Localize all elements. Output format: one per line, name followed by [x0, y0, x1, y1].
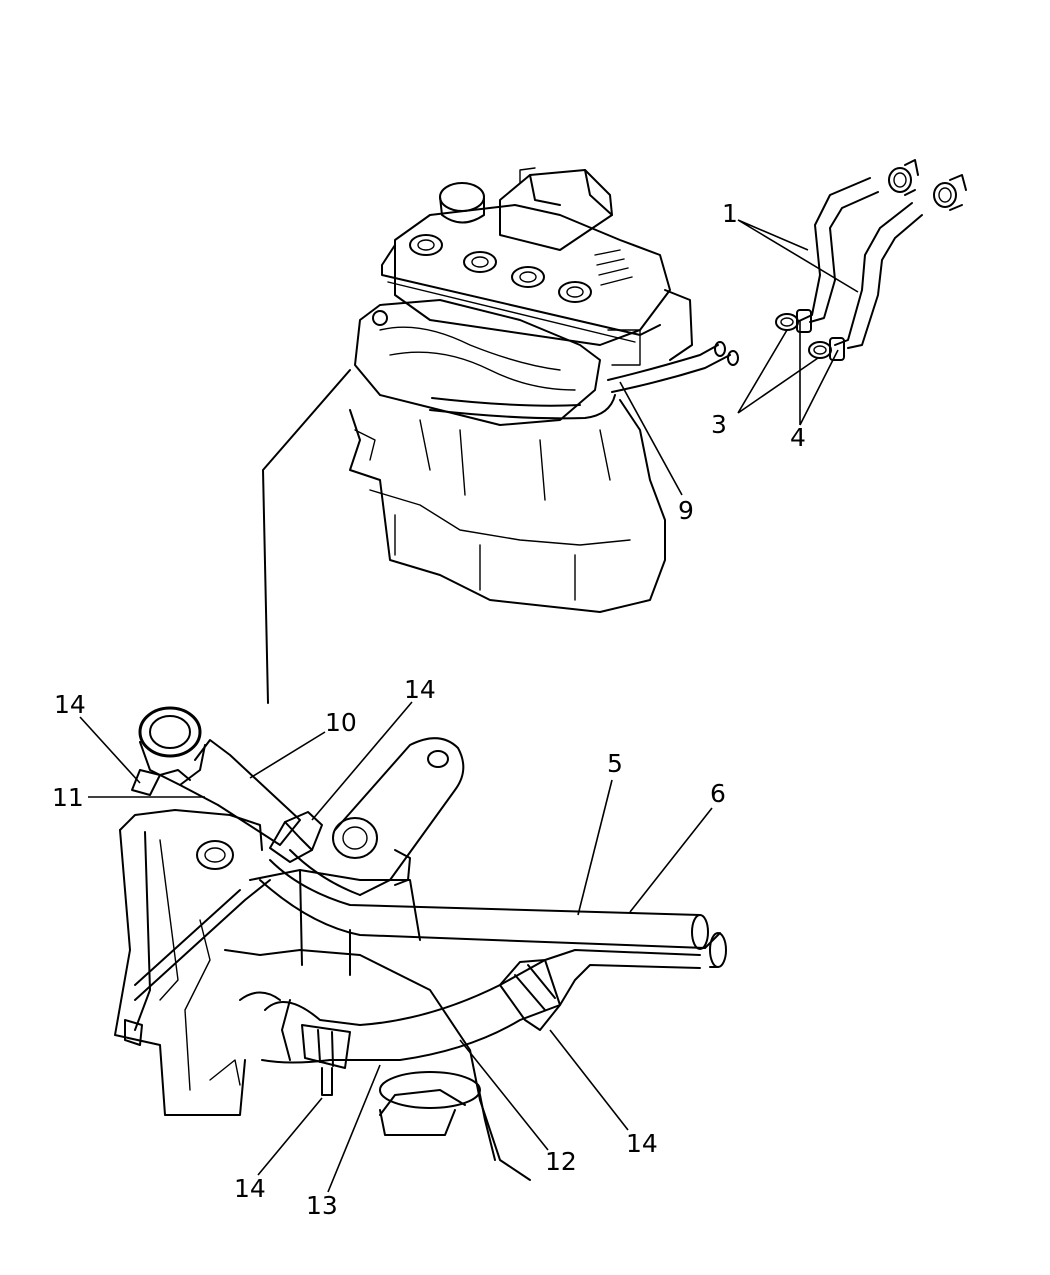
callout-14-bottom-left: 14	[234, 1174, 266, 1203]
lower-hose-assembly	[114, 706, 727, 1181]
engine-bracket	[114, 809, 271, 1116]
callout-11: 11	[52, 783, 84, 812]
callout-1: 1	[722, 199, 738, 228]
callout-14-top-left: 14	[54, 690, 86, 719]
hose-12-13	[239, 949, 701, 1064]
callout-12: 12	[545, 1147, 577, 1176]
loose-hose-clamps	[888, 159, 967, 211]
assembly-connector-line	[262, 369, 351, 704]
heater-tube-assembly	[429, 341, 739, 420]
callout-5: 5	[607, 749, 623, 778]
water-pump-inlet	[379, 1071, 496, 1161]
callout-14-bottom-right: 14	[626, 1129, 658, 1158]
hose-clamp-4	[796, 309, 845, 361]
spark-plug-towers	[409, 234, 592, 303]
callout-10: 10	[325, 708, 357, 737]
callout-3: 3	[711, 410, 727, 439]
hose-clamp-14-b	[269, 811, 323, 863]
callout-labels: 1 3 4 9 14 10 14 11 5 6 14 12 14 13	[52, 199, 806, 1220]
hoses-5-6	[259, 849, 727, 968]
leader-lines	[79, 219, 859, 1193]
callout-9: 9	[678, 496, 694, 525]
engine-assembly	[349, 159, 967, 613]
callout-14-top-center: 14	[404, 675, 436, 704]
hose-clamp-14-a	[131, 769, 191, 796]
coolant-outlet-housing	[332, 737, 465, 896]
callout-13: 13	[306, 1191, 338, 1220]
callout-4: 4	[790, 423, 806, 452]
heater-hose-pair-upper	[796, 177, 923, 349]
callout-6: 6	[710, 779, 726, 808]
hose-clamp-14-c	[301, 1024, 351, 1096]
hose-clamp-14-d	[499, 959, 561, 1031]
hose-10	[138, 706, 301, 846]
oil-filler-cap	[439, 182, 485, 224]
